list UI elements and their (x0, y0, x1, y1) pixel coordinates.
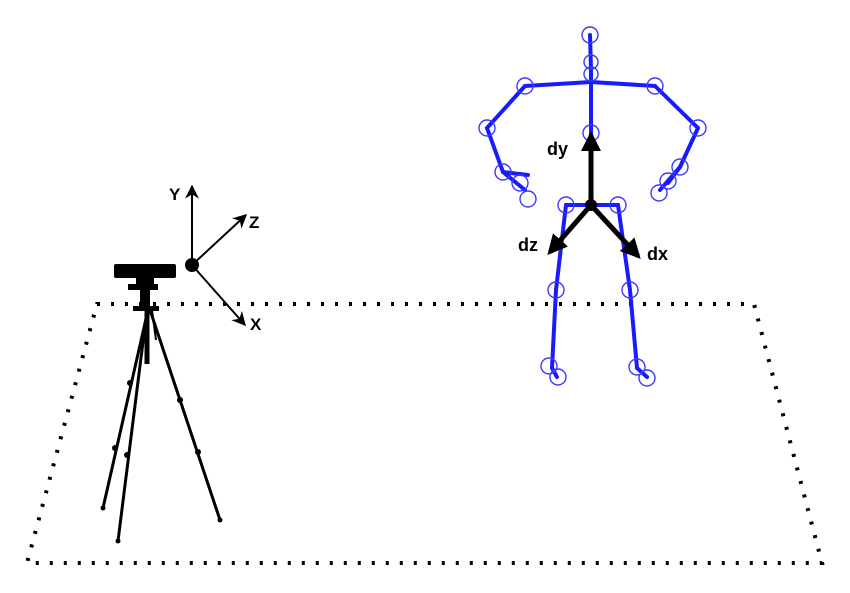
body-dz-label: dz (518, 235, 538, 255)
camera-coordinate-frame: Y Z X (169, 184, 262, 334)
depth-sensor (114, 264, 176, 278)
body-dx-axis (589, 203, 641, 259)
camera-x-axis (191, 264, 246, 327)
skeleton (478, 26, 707, 387)
body-dx-label: dx (647, 244, 668, 264)
camera-x-label: X (250, 315, 262, 334)
camera-z-label: Z (249, 213, 259, 232)
camera-y-label: Y (169, 185, 181, 204)
body-dy-label: dy (547, 139, 568, 159)
body-dz-axis (547, 203, 593, 256)
camera-z-axis (191, 214, 248, 266)
floor-plane (24, 302, 825, 565)
body-coordinate-frame: dy dz dx (518, 131, 668, 264)
tripod-camera (100, 264, 223, 544)
body-origin (585, 199, 597, 211)
